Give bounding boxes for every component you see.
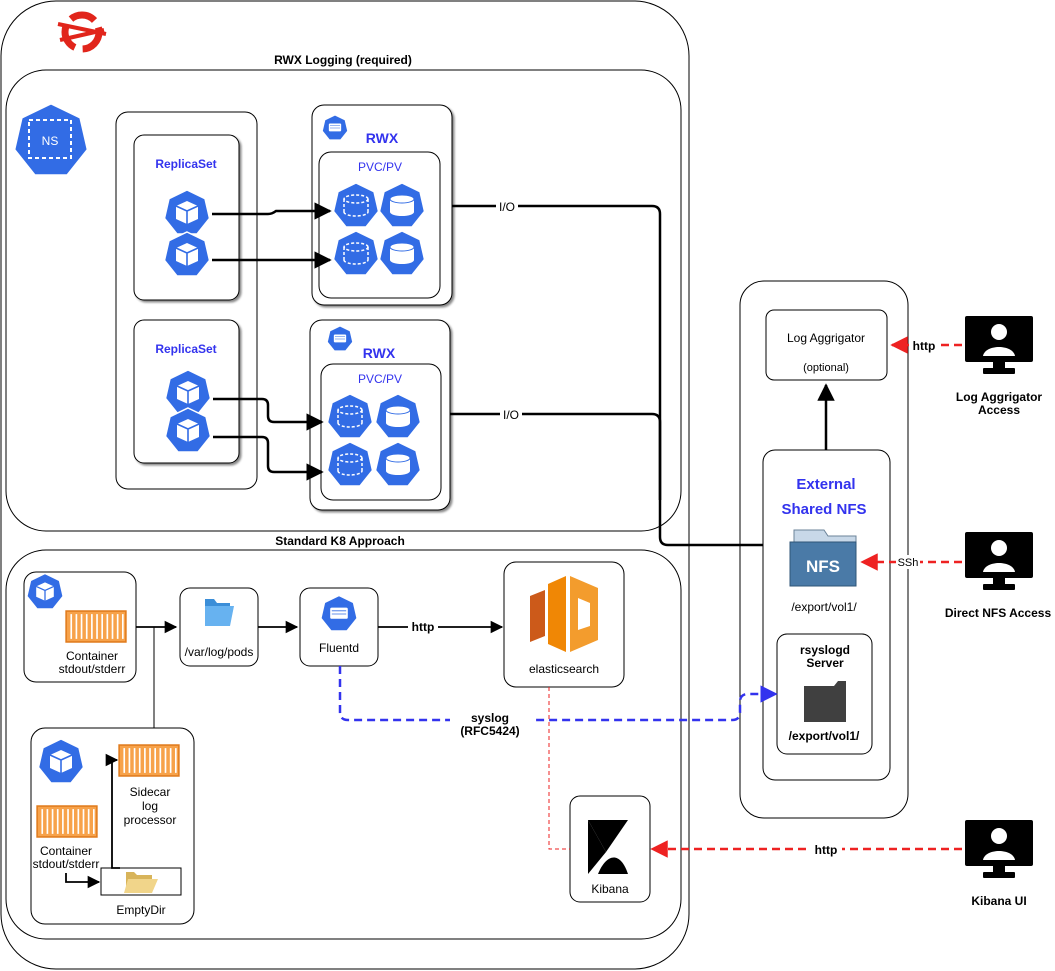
kibana-label: Kibana	[591, 882, 629, 896]
sidecar-line2: log	[142, 799, 158, 813]
container-line2: stdout/stderr	[59, 662, 126, 676]
openshift-logo	[57, 11, 107, 53]
folder-icon	[124, 872, 158, 893]
folder-icon	[804, 681, 846, 722]
edge-ssh-label: SSh	[898, 557, 919, 569]
direct-nfs-monitor-icon	[965, 532, 1033, 590]
container2-line2: stdout/stderr	[33, 857, 100, 871]
log-aggregator-box	[765, 309, 888, 381]
kibana-ui-monitor-icon	[965, 820, 1033, 878]
standard-k8-title: Standard K8 Approach	[275, 534, 405, 548]
kibana-ui-label: Kibana UI	[971, 894, 1026, 908]
emptydir-label: EmptyDir	[116, 903, 165, 917]
nfs-title-line1: External	[796, 476, 855, 493]
container-icon	[65, 610, 127, 643]
log-aggr-access-line2: Access	[978, 403, 1020, 417]
namespace-icon: NS	[12, 102, 90, 177]
nfs-title-line2: Shared NFS	[781, 501, 866, 518]
log-aggregator-sub: (optional)	[803, 362, 849, 374]
fluentd-label: Fluentd	[319, 641, 359, 655]
rwx-2-pvc-label: PVC/PV	[358, 372, 402, 386]
edge-es-kibana	[548, 687, 570, 850]
ns-label: NS	[42, 134, 59, 148]
container-line1: Container	[66, 649, 118, 663]
rsyslogd-path: /export/vol1/	[789, 729, 860, 743]
sidecar-line1: Sidecar	[130, 785, 171, 799]
replicaset-group	[115, 111, 258, 490]
edge-syslog	[338, 666, 778, 722]
standard-k8-box	[5, 549, 682, 940]
nfs-path: /export/vol1/	[791, 600, 857, 614]
elasticsearch-label: elasticsearch	[529, 662, 599, 676]
edge-http-fluentd-label: http	[412, 620, 435, 634]
edge-io-2	[450, 412, 662, 500]
rwx-1-title: RWX	[366, 130, 399, 146]
edge-pod-pv-4	[213, 435, 324, 481]
replicaset-2-title: ReplicaSet	[155, 342, 216, 356]
svg-text:NFS: NFS	[806, 557, 840, 576]
rwx-1-pvc-label: PVC/PV	[358, 160, 402, 174]
rwx-logging-title: RWX Logging (required)	[274, 53, 412, 67]
edge-emptydir-sidecar	[105, 753, 120, 869]
elasticsearch-icon	[530, 576, 598, 652]
replicaset-1-title: ReplicaSet	[155, 157, 216, 171]
syslog-label-line2: (RFC5424)	[460, 724, 519, 738]
direct-nfs-label: Direct NFS Access	[945, 606, 1052, 620]
container-icon	[36, 805, 98, 838]
rsyslogd-line1: rsyslogd	[800, 643, 850, 657]
log-aggregator-title: Log Aggrigator	[787, 331, 865, 345]
sidecar-line3: processor	[124, 813, 177, 827]
edge-pod-pv-1	[212, 202, 332, 220]
edge-io-1	[452, 204, 790, 554]
rwx-2-title: RWX	[363, 345, 396, 361]
io-label-2: I/O	[503, 408, 519, 422]
edge-container-emptydir	[65, 873, 101, 889]
nfs-folder-icon: NFS	[789, 529, 857, 587]
kibana-icon	[588, 820, 628, 874]
openshift-cluster-boundary	[0, 0, 690, 970]
sidecar-container-icon	[118, 744, 180, 777]
log-aggregator-access-monitor-icon	[965, 316, 1033, 374]
rwx-logging-box	[5, 69, 682, 532]
rsyslogd-line2: Server	[806, 656, 844, 670]
edge-http-log-aggr-label: http	[913, 339, 936, 353]
edge-http-kibana-label: http	[815, 843, 838, 857]
varlog-label: /var/log/pods	[185, 645, 254, 659]
edge-pod-pv-3	[213, 397, 324, 431]
folder-icon	[205, 599, 234, 626]
io-label-1: I/O	[499, 200, 515, 214]
log-aggr-access-line1: Log Aggrigator	[956, 390, 1043, 404]
container2-line1: Container	[40, 844, 92, 858]
external-boundary	[739, 280, 909, 819]
syslog-label-line1: syslog	[471, 711, 509, 725]
